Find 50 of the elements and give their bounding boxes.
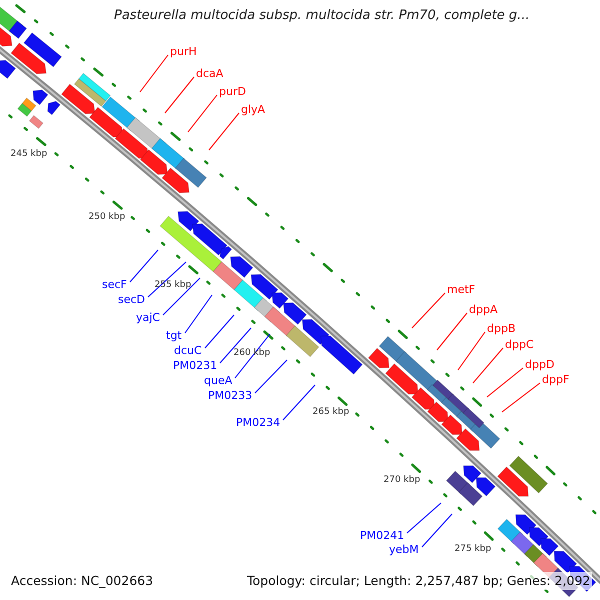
leader-line — [472, 348, 504, 384]
gene-label: tgt — [166, 330, 182, 342]
scale-label: 265 kbp — [312, 408, 350, 418]
leader-line — [282, 384, 316, 420]
gene-label: PM0231 — [173, 360, 218, 372]
gene-label: purD — [219, 86, 246, 98]
gene-label: dppC — [505, 339, 534, 352]
genome-summary-text: Topology: circular; Length: 2,257,487 bp; Genes: 2,092 — [245, 572, 592, 590]
leader-line — [458, 332, 486, 370]
scale-label: 245 kbp — [10, 150, 48, 160]
leader-line — [184, 294, 212, 334]
leader-line — [412, 292, 446, 328]
scale-label: 250 kbp — [88, 213, 126, 223]
leader-line — [164, 76, 194, 114]
gene-label: secF — [102, 279, 127, 292]
gene-label: glyA — [241, 104, 266, 116]
leader-line — [188, 94, 218, 132]
leader-line — [436, 312, 468, 350]
gene-label: secD — [118, 294, 146, 306]
scale-label: 260 kbp — [234, 349, 270, 359]
gene-label: PM0241 — [360, 530, 404, 542]
gene-label: purH — [170, 46, 197, 58]
leader-line — [148, 262, 186, 298]
gene-label: yajC — [136, 312, 160, 324]
leader-line — [140, 54, 168, 92]
scale-label: 275 kbp — [454, 545, 492, 555]
gene-label: PM0233 — [208, 390, 252, 402]
leader-line — [234, 334, 270, 378]
gene-label: yebM — [389, 544, 419, 556]
gene-label: dcuC — [174, 345, 202, 358]
leader-line — [208, 112, 240, 150]
gene-label: dppB — [487, 323, 516, 336]
leader-line — [130, 250, 158, 282]
scale-label: 270 kbp — [384, 476, 420, 486]
gene-label: dppF — [542, 374, 570, 386]
leader-line — [204, 314, 234, 348]
leader-line — [254, 360, 288, 394]
gene-label: dppA — [469, 304, 498, 316]
gene-label: dppD — [525, 359, 554, 372]
gene-label: queA — [204, 375, 232, 388]
leader-line — [422, 514, 452, 548]
gene-label: dcaA — [196, 68, 224, 80]
leader-line — [162, 278, 200, 316]
leader-line — [220, 328, 252, 364]
gene-label: PM0234 — [236, 417, 280, 430]
gene-label: metF — [447, 284, 476, 296]
leader-line — [486, 368, 524, 398]
leader-line — [406, 502, 442, 534]
title: Pasteurella multocida subsp. multocida str. Pm70, complete g... — [114, 9, 530, 24]
leader-line — [502, 382, 540, 412]
